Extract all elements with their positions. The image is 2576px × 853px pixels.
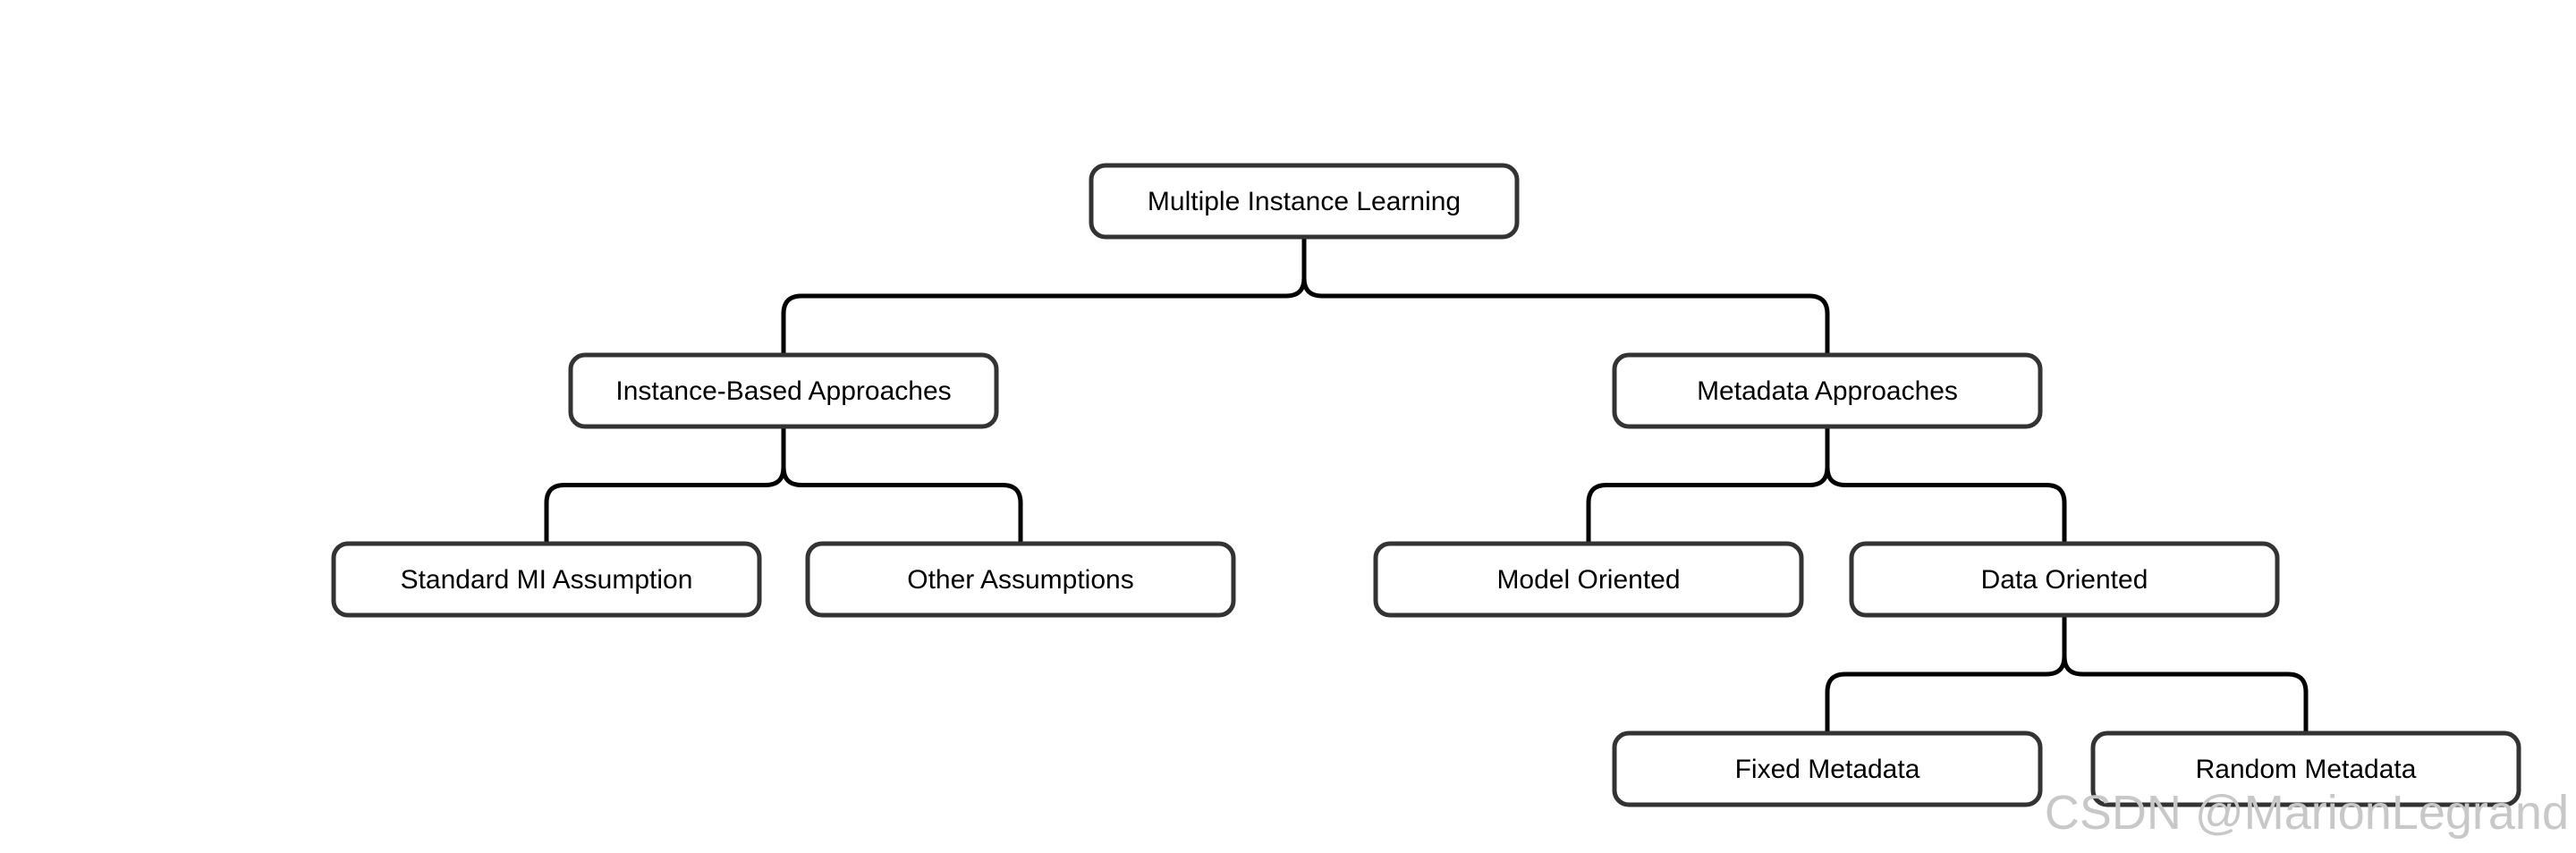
node-instance: Instance-Based Approaches xyxy=(568,352,999,429)
edge-root-to-instance xyxy=(781,237,1307,355)
edge-instance-to-standard xyxy=(544,426,786,544)
node-other: Other Assumptions xyxy=(805,541,1236,618)
node-standard-label: Standard MI Assumption xyxy=(401,565,693,595)
node-instance-box xyxy=(568,352,999,429)
edge-instance-to-other xyxy=(781,426,1023,544)
node-model: Model Oriented xyxy=(1373,541,1804,618)
node-fixed-box xyxy=(1612,731,2043,807)
node-standard-box xyxy=(331,541,762,618)
edge-data-to-random xyxy=(2062,615,2309,733)
node-instance-label: Instance-Based Approaches xyxy=(615,376,951,406)
node-root-box xyxy=(1089,163,1520,240)
node-root-label: Multiple Instance Learning xyxy=(1148,187,1461,216)
node-metadata-box xyxy=(1612,352,2043,429)
node-model-label: Model Oriented xyxy=(1496,565,1680,595)
node-metadata-label: Metadata Approaches xyxy=(1697,376,1958,406)
watermark: CSDN @MarionLegrand xyxy=(2044,786,2569,840)
node-data-label: Data Oriented xyxy=(1981,565,2148,595)
node-data: Data Oriented xyxy=(1849,541,2280,618)
edge-data-to-fixed xyxy=(1825,615,2067,733)
node-fixed: Fixed Metadata xyxy=(1612,731,2043,807)
node-data-box xyxy=(1849,541,2280,618)
node-metadata: Metadata Approaches xyxy=(1612,352,2043,429)
node-random-box xyxy=(2090,731,2521,807)
node-root: Multiple Instance Learning xyxy=(1089,163,1520,240)
node-model-box xyxy=(1373,541,1804,618)
node-standard: Standard MI Assumption xyxy=(331,541,762,618)
node-other-box xyxy=(805,541,1236,618)
diagram-edges xyxy=(544,237,2309,733)
edge-metadata-to-model xyxy=(1586,426,1830,544)
node-fixed-label: Fixed Metadata xyxy=(1735,755,1920,784)
node-random: Random Metadata xyxy=(2090,731,2521,807)
node-other-label: Other Assumptions xyxy=(907,565,1133,595)
diagram-nodes: Multiple Instance LearningInstance-Based… xyxy=(331,163,2521,807)
edge-root-to-metadata xyxy=(1301,237,1830,355)
edge-metadata-to-data xyxy=(1825,426,2067,544)
node-random-label: Random Metadata xyxy=(2196,755,2417,784)
